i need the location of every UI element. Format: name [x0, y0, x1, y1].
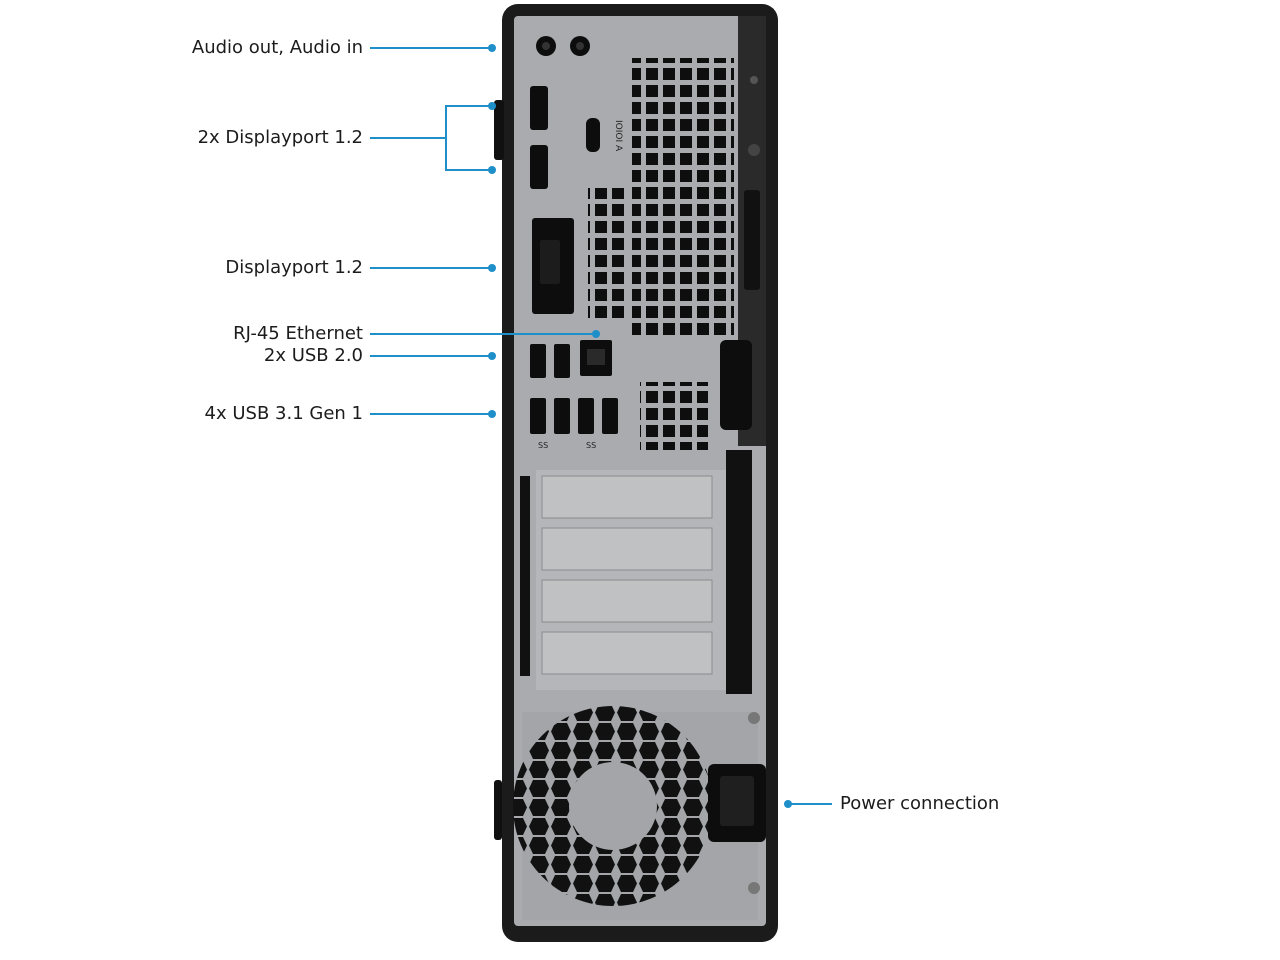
label-ethernet: RJ-45 Ethernet	[233, 323, 363, 344]
usb3-ports	[530, 398, 618, 434]
label-audio: Audio out, Audio in	[191, 37, 363, 58]
usb2-ports	[530, 344, 570, 378]
usb-c-port	[586, 118, 600, 152]
displayport-pair	[530, 86, 548, 189]
optional-displayport-module	[532, 218, 574, 314]
ss-usb-mark-right: SS	[586, 441, 596, 450]
label-usb3: 4x USB 3.1 Gen 1	[204, 403, 363, 424]
small-vent-grid	[640, 382, 708, 450]
main-vent-grid	[632, 58, 734, 340]
audio-jacks	[536, 36, 590, 56]
callout-leaders	[370, 44, 832, 808]
ss-usb-mark-left: SS	[538, 441, 548, 450]
io-label-text: IOIOI A	[613, 120, 623, 152]
power-supply	[513, 706, 766, 920]
io-panel: IOIOI A SS SS	[530, 20, 734, 450]
expansion-slots	[520, 450, 752, 694]
label-displayport-single: Displayport 1.2	[225, 257, 363, 278]
label-power: Power connection	[840, 793, 1000, 814]
label-displayport-pair: 2x Displayport 1.2	[197, 127, 363, 148]
label-usb2: 2x USB 2.0	[263, 345, 363, 366]
io-vent-grid	[588, 188, 624, 323]
